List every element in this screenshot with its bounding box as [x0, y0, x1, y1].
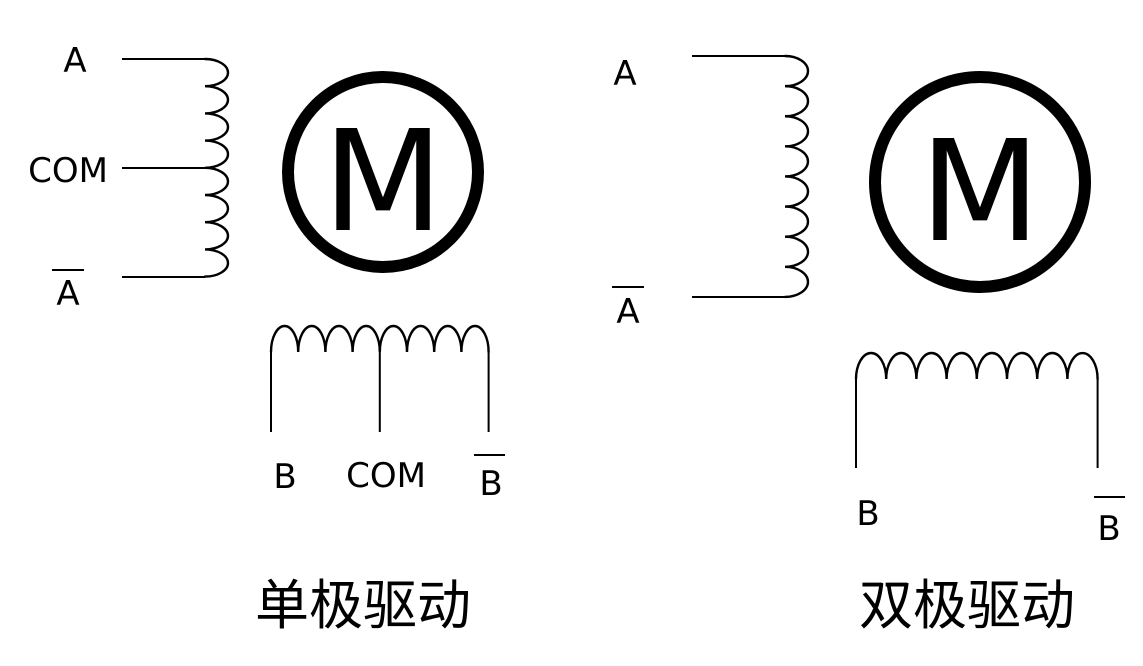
bipolar-caption: 双极驱动: [859, 574, 1075, 637]
unipolar-motor-circle: [282, 71, 484, 273]
bipolar-winding-b: [854, 351, 1099, 468]
unipolar-terminal-com-a: COM: [28, 151, 108, 191]
unipolar-terminal-a-bar-text: A: [56, 274, 79, 314]
bipolar-coil-a: [783, 54, 810, 299]
bipolar-terminal-b: B: [856, 494, 879, 534]
unipolar-diagram: A COM A M B COM B 单极驱动: [28, 41, 505, 637]
bipolar-diagram: A A M B B 双极驱动: [612, 54, 1125, 637]
unipolar-terminal-com-b: COM: [346, 456, 426, 496]
unipolar-coil-b: [269, 324, 490, 354]
unipolar-motor-label: M: [323, 101, 444, 264]
bipolar-terminal-a-bar-text: A: [616, 292, 639, 332]
bipolar-motor-label: M: [920, 111, 1041, 274]
bipolar-motor-symbol: M: [869, 71, 1091, 293]
unipolar-caption: 单极驱动: [255, 574, 471, 637]
bipolar-terminal-a-bar: A: [612, 286, 644, 332]
bipolar-terminal-a: A: [613, 54, 636, 94]
unipolar-terminal-b-bar-text: B: [479, 464, 502, 504]
bipolar-motor-circle: [869, 71, 1091, 293]
unipolar-terminal-b-bar: B: [474, 454, 505, 504]
unipolar-winding-a: [122, 57, 230, 278]
bipolar-coil-b: [854, 351, 1099, 381]
bipolar-terminal-b-bar: B: [1094, 496, 1125, 549]
bipolar-terminal-b-bar-text: B: [1097, 509, 1120, 549]
unipolar-motor-symbol: M: [282, 71, 484, 273]
unipolar-terminal-a: A: [63, 41, 86, 81]
unipolar-coil-a: [203, 57, 230, 278]
unipolar-terminal-a-bar: A: [52, 269, 84, 314]
bipolar-winding-a: [692, 54, 810, 299]
unipolar-terminal-b: B: [273, 457, 296, 497]
unipolar-winding-b: [269, 324, 490, 432]
